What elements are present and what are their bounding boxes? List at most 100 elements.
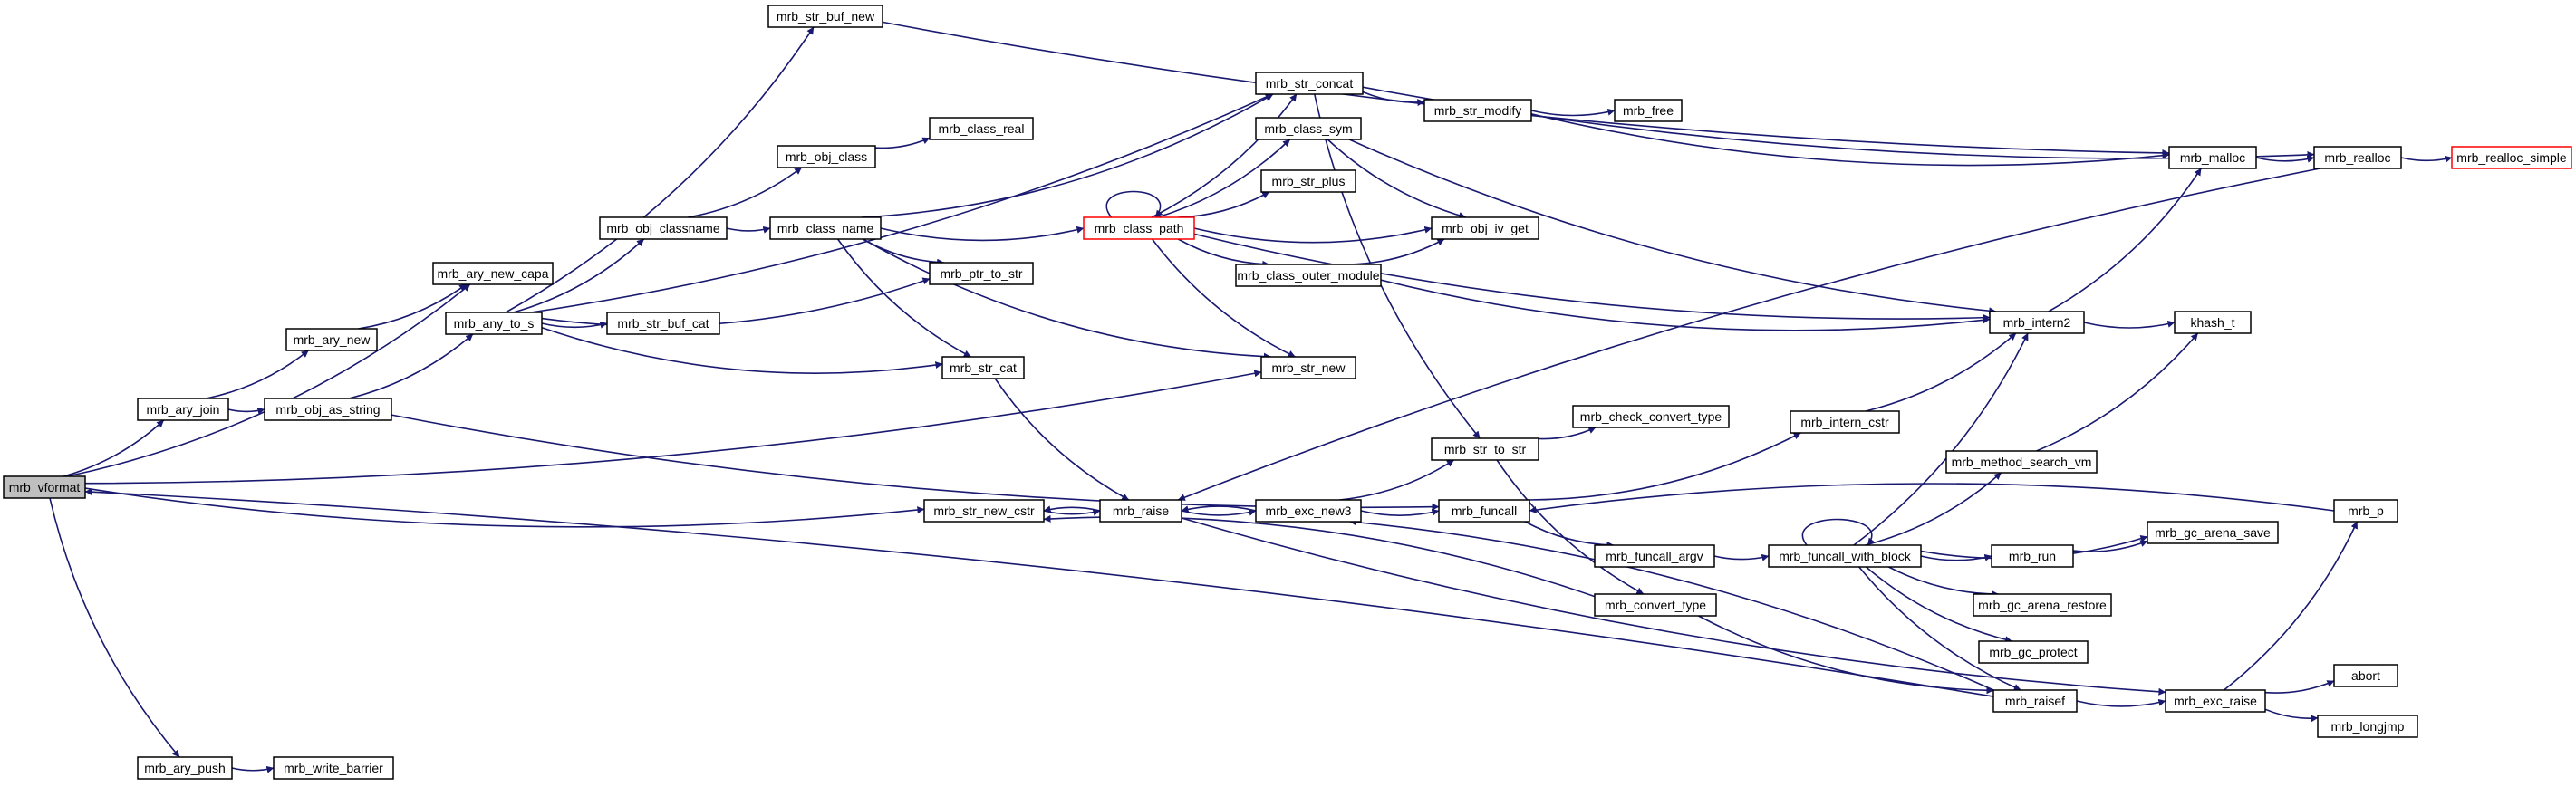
node-mrb-gc-arena-restore[interactable]: mrb_gc_arena_restore <box>1973 593 2112 617</box>
node-mrb-funcall[interactable]: mrb_funcall <box>1438 499 1530 523</box>
edge-mrb_exc_new3-to-mrb_raise <box>1181 505 1257 513</box>
node-mrb-obj-class[interactable]: mrb_obj_class <box>777 145 876 168</box>
node-box <box>767 5 883 28</box>
node-mrb-str-buf-new[interactable]: mrb_str_buf_new <box>767 5 883 28</box>
node-mrb-raise[interactable]: mrb_raise <box>1099 499 1182 523</box>
node-box <box>1989 311 2085 334</box>
edge-mrb_any_to_s-to-mrb_str_buf_new <box>505 26 815 313</box>
node-mrb-class-sym[interactable]: mrb_class_sym <box>1255 117 1362 140</box>
node-mrb-raisef[interactable]: mrb_raisef <box>1992 689 2078 713</box>
node-mrb-intern-cstr[interactable]: mrb_intern_cstr <box>1790 410 1900 434</box>
node-mrb-funcall-with-block[interactable]: mrb_funcall_with_block <box>1768 544 1922 568</box>
node-label: mrb_ary_new <box>294 332 371 347</box>
edge-mrb_p-to-mrb_funcall <box>1529 483 2335 513</box>
node-box <box>445 312 543 335</box>
node-mrb-run[interactable]: mrb_run <box>1991 544 2074 568</box>
node-mrb-method-search-vm[interactable]: mrb_method_search_vm <box>1945 450 2098 474</box>
node-box <box>1768 544 1922 568</box>
node-box <box>777 145 876 168</box>
node-mrb-str-cat[interactable]: mrb_str_cat <box>941 356 1025 379</box>
node-label: mrb_str_to_str <box>1444 442 1527 456</box>
node-mrb-str-to-str[interactable]: mrb_str_to_str <box>1431 437 1539 461</box>
node-label: mrb_malloc <box>2180 150 2245 165</box>
node-mrb-free[interactable]: mrb_free <box>1614 99 1683 122</box>
node-mrb-intern2[interactable]: mrb_intern2 <box>1989 311 2085 334</box>
node-box <box>1255 72 1364 95</box>
node-box <box>2313 146 2402 169</box>
node-label: mrb_gc_protect <box>1989 645 2077 659</box>
node-mrb-malloc[interactable]: mrb_malloc <box>2168 146 2257 169</box>
node-mrb-ary-new-capa[interactable]: mrb_ary_new_capa <box>432 262 554 285</box>
node-mrb-obj-iv-get[interactable]: mrb_obj_iv_get <box>1431 216 1539 240</box>
edge-mrb_class_name-to-mrb_ptr_to_str <box>862 238 945 266</box>
node-label: mrb_exc_new3 <box>1266 504 1352 518</box>
edge-mrb_funcall_with_block-to-mrb_raisef <box>1858 566 2021 691</box>
node-box <box>1978 640 2089 664</box>
edge-mrb_exc_raise-to-mrb_p <box>2224 521 2359 691</box>
node-mrb-ptr-to-str[interactable]: mrb_ptr_to_str <box>929 262 1034 285</box>
node-mrb-str-buf-cat[interactable]: mrb_str_buf_cat <box>606 312 720 335</box>
node-mrb-class-path[interactable]: mrb_class_path <box>1083 216 1195 240</box>
node-mrb-write-barrier[interactable]: mrb_write_barrier <box>273 756 394 780</box>
node-mrb-str-new-cstr[interactable]: mrb_str_new_cstr <box>923 499 1045 523</box>
edge-mrb_raise-to-mrb_exc_raise <box>1181 517 2166 696</box>
node-label: mrb_ary_push <box>144 761 226 775</box>
edge-mrb_class_path-to-mrb_str_new <box>1151 238 1296 358</box>
node-mrb-exc-new3[interactable]: mrb_exc_new3 <box>1255 499 1362 523</box>
edge-mrb_convert_type-to-mrb_raisef <box>1698 615 1994 695</box>
node-box <box>2165 689 2266 713</box>
node-box <box>599 216 728 240</box>
edge-mrb_any_to_s-to-mrb_str_concat <box>530 93 1273 313</box>
node-box <box>923 499 1045 523</box>
node-mrb-class-outer-module[interactable]: mrb_class_outer_module <box>1235 264 1382 287</box>
edge-mrb_funcall_with_block-to-mrb_gc_protect <box>1865 566 2012 644</box>
node-mrb-convert-type[interactable]: mrb_convert_type <box>1594 593 1717 617</box>
node-box <box>1260 169 1356 193</box>
node-label: mrb_ary_join <box>147 402 220 417</box>
node-label: mrb_vformat <box>9 480 81 494</box>
edge-mrb_intern_cstr-to-mrb_intern2 <box>1865 332 2017 412</box>
node-label: mrb_intern_cstr <box>1800 415 1889 429</box>
node-mrb-p[interactable]: mrb_p <box>2333 499 2398 523</box>
node-mrb-str-modify[interactable]: mrb_str_modify <box>1423 99 1532 122</box>
node-mrb-class-real[interactable]: mrb_class_real <box>929 117 1034 140</box>
node-mrb-any-to-s[interactable]: mrb_any_to_s <box>445 312 543 335</box>
node-label: mrb_str_cat <box>950 360 1017 375</box>
node-mrb-realloc[interactable]: mrb_realloc <box>2313 146 2402 169</box>
node-mrb-obj-as-string[interactable]: mrb_obj_as_string <box>264 398 392 421</box>
node-mrb-str-new[interactable]: mrb_str_new <box>1260 356 1356 379</box>
node-mrb-str-concat[interactable]: mrb_str_concat <box>1255 72 1364 95</box>
edge-mrb_class_path-to-mrb_class_path <box>1105 190 1163 218</box>
node-khash-t[interactable]: khash_t <box>2174 311 2252 334</box>
edge-mrb_class_outer_module-to-mrb_obj_iv_get <box>1348 238 1445 265</box>
node-mrb-realloc-simple[interactable]: mrb_realloc_simple <box>2451 146 2572 169</box>
node-mrb-ary-push[interactable]: mrb_ary_push <box>137 756 233 780</box>
node-mrb-exc-raise[interactable]: mrb_exc_raise <box>2165 689 2266 713</box>
edge-mrb_exc_new3-to-mrb_str_to_str <box>1339 459 1455 501</box>
edge-mrb_raisef-to-mrb_exc_new3 <box>1349 518 1994 691</box>
node-box <box>2451 146 2572 169</box>
node-box <box>1572 405 1730 428</box>
node-box <box>2333 664 2398 687</box>
node-box <box>3 475 86 499</box>
edge-mrb_ary_join-to-mrb_obj_as_string <box>227 407 265 415</box>
node-mrb-gc-arena-save[interactable]: mrb_gc_arena_save <box>2147 521 2279 544</box>
node-mrb-vformat[interactable]: mrb_vformat <box>3 475 86 499</box>
node-mrb-str-plus[interactable]: mrb_str_plus <box>1260 169 1356 193</box>
node-mrb-class-name[interactable]: mrb_class_name <box>769 216 882 240</box>
node-label: mrb_method_search_vm <box>1952 455 2092 469</box>
node-abort[interactable]: abort <box>2333 664 2398 687</box>
node-mrb-gc-protect[interactable]: mrb_gc_protect <box>1978 640 2089 664</box>
node-label: mrb_p <box>2348 504 2384 518</box>
node-mrb-ary-new[interactable]: mrb_ary_new <box>285 328 378 351</box>
node-mrb-longjmp[interactable]: mrb_longjmp <box>2317 715 2418 738</box>
node-box <box>2317 715 2418 738</box>
node-box <box>1594 544 1715 568</box>
node-box <box>1099 499 1182 523</box>
node-mrb-obj-classname[interactable]: mrb_obj_classname <box>599 216 728 240</box>
node-mrb-check-convert-type[interactable]: mrb_check_convert_type <box>1572 405 1730 428</box>
node-mrb-ary-join[interactable]: mrb_ary_join <box>137 398 229 421</box>
node-mrb-funcall-argv[interactable]: mrb_funcall_argv <box>1594 544 1715 568</box>
node-label: mrb_intern2 <box>2003 315 2071 330</box>
